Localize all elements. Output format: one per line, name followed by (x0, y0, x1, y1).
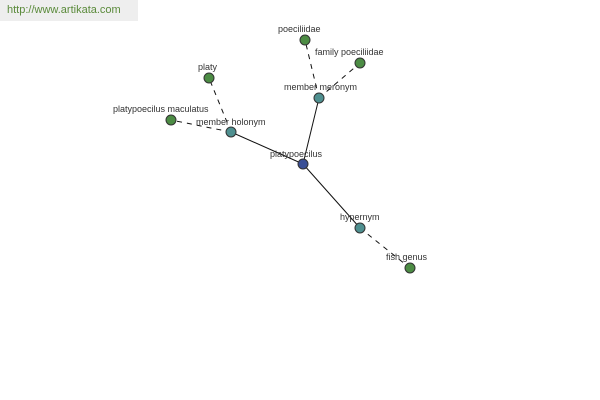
node-label-hypernym[interactable]: hypernym (340, 212, 380, 222)
node-label-fish-genus[interactable]: fish genus (386, 252, 428, 262)
node-platypoecilus[interactable] (297, 158, 309, 170)
node-hypernym[interactable] (354, 222, 366, 234)
edge-platypoecilus-to-hypernym (302, 163, 361, 229)
edge-member-holonym-to-platypoecilus-maculatus (170, 119, 232, 133)
node-platypoecilus-maculatus[interactable] (165, 114, 177, 126)
node-member-holonym[interactable] (225, 126, 237, 138)
node-family-poeciliidae[interactable] (354, 57, 366, 69)
graph-nodes (165, 34, 416, 274)
edge-hypernym-to-fish-genus (359, 227, 411, 269)
node-platy[interactable] (203, 72, 215, 84)
node-label-member-holonym[interactable]: member holonym (196, 117, 266, 127)
graph-labels: platypoecilus member meronym member holony… (113, 24, 428, 262)
node-poeciliidae[interactable] (299, 34, 311, 46)
node-label-platy[interactable]: platy (198, 62, 218, 72)
edge-platypoecilus-to-member-meronym (302, 97, 320, 165)
node-label-family-poeciliidae[interactable]: family poeciliidae (315, 47, 384, 57)
artikata-watermark-link[interactable]: http://www.artikata.com (0, 0, 138, 21)
node-label-member-meronym[interactable]: member meronym (284, 82, 357, 92)
edge-platypoecilus-to-member-holonym (230, 131, 304, 165)
node-fish-genus[interactable] (404, 262, 416, 274)
edge-member-meronym-to-family-poeciliidae (318, 62, 361, 99)
node-member-meronym[interactable] (313, 92, 325, 104)
node-label-platypoecilus-maculatus[interactable]: platypoecilus maculatus (113, 104, 209, 114)
node-label-platypoecilus[interactable]: platypoecilus (270, 149, 323, 159)
node-label-poeciliidae[interactable]: poeciliidae (278, 24, 321, 34)
graph-edges (170, 39, 411, 269)
